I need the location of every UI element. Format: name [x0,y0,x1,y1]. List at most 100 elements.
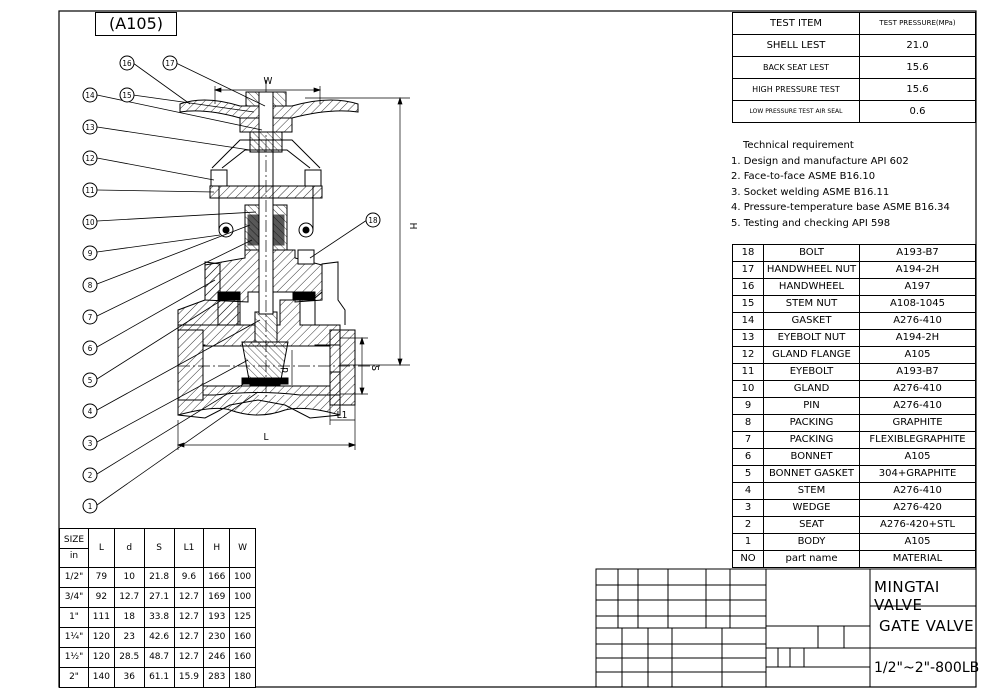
part-number: 9 [732,397,764,415]
part-material: A108-1045 [859,295,976,313]
part-number: 5 [732,465,764,483]
part-material: A105 [859,448,976,466]
header-d: d [113,528,145,568]
dim-label-w: W [264,76,273,87]
header-test-pressure: TEST PRESSURE(MPa) [859,12,976,35]
balloon-8: 8 [82,277,98,293]
size-cell: 9.6 [173,567,205,588]
test-item-value: 21.0 [859,34,976,57]
part-name: BODY [763,533,860,551]
size-cell: 23 [113,627,145,648]
size-cell: 1¼" [59,627,89,648]
part-number: 3 [732,499,764,517]
balloon-10: 10 [82,214,98,230]
part-name: part name [763,550,860,568]
svg-text:13: 13 [85,123,94,132]
part-number: 14 [732,312,764,330]
balloon-18: 18 [365,212,381,228]
dim-label-d: d [280,367,291,373]
part-number: 7 [732,431,764,449]
dim-label-h: H [407,223,418,230]
test-item-name: SHELL LEST [732,34,860,57]
table-row: BACK SEAT LEST 15.6 [732,56,976,79]
size-cell: 12.7 [173,607,205,628]
test-pressure-table: TEST ITEM TEST PRESSURE(MPa) SHELL LEST … [732,12,976,123]
size-cell: 125 [229,607,256,628]
size-cell: 246 [203,647,231,668]
balloon-13: 13 [82,119,98,135]
size-cell: 42.6 [143,627,175,648]
size-cell: 12.7 [173,627,205,648]
test-item-value: 15.6 [859,78,976,101]
size-cell: 180 [229,667,256,688]
technical-heading: Technical requirement [743,140,854,151]
part-material: A276-410 [859,482,976,500]
part-name: STEM [763,482,860,500]
part-name: EYEBOLT NUT [763,329,860,347]
material-title: (A105) [95,12,177,36]
balloon-5: 5 [82,372,98,388]
size-cell: 100 [229,567,256,588]
technical-item: 3. Socket welding ASME B16.11 [731,186,890,198]
part-name: PIN [763,397,860,415]
svg-text:18: 18 [368,216,378,225]
part-number: 12 [732,346,764,364]
svg-text:5: 5 [88,376,93,385]
part-material: FLEXIBLEGRAPHITE [859,431,976,449]
test-item-name: LOW PRESSURE TEST AIR SEAL [732,100,860,123]
header-s: S [143,528,175,568]
dim-label-l: L [263,432,268,443]
part-number: 18 [732,244,764,262]
svg-text:10: 10 [85,218,95,227]
part-material: A276-410 [859,397,976,415]
title-block-grid [595,568,977,688]
table-row: SHELL LEST 21.0 [732,34,976,57]
part-number: 8 [732,414,764,432]
svg-text:15: 15 [122,91,131,100]
part-balloons: 1 2 3 4 5 6 7 8 9 10 11 12 13 14 15 16 1… [82,55,381,514]
part-number: NO [732,550,764,568]
size-cell: 193 [203,607,231,628]
balloon-14: 14 [82,87,98,103]
part-name: PACKING [763,414,860,432]
test-item-name: HIGH PRESSURE TEST [732,78,860,101]
size-cell: 12.7 [113,587,145,608]
svg-text:4: 4 [88,407,93,416]
part-number: 17 [732,261,764,279]
technical-item: 2. Face-to-face ASME B16.10 [731,171,876,182]
balloon-3: 3 [82,435,98,451]
size-cell: 79 [88,567,115,588]
svg-text:16: 16 [122,59,132,68]
size-cell: 15.9 [173,667,205,688]
size-cell: 160 [229,627,256,648]
part-name: GLAND FLANGE [763,346,860,364]
balloon-1: 1 [82,498,98,514]
size-cell: 18 [113,607,145,628]
part-material: A276-410 [859,312,976,330]
svg-text:11: 11 [85,186,94,195]
sheet-border [58,10,977,688]
size-cell: 100 [229,587,256,608]
size-cell: 283 [203,667,231,688]
size-cell: 48.7 [143,647,175,668]
part-name: HANDWHEEL NUT [763,261,860,279]
svg-text:3: 3 [88,439,93,448]
size-cell: 33.8 [143,607,175,628]
part-name: BONNET GASKET [763,465,860,483]
product-name: GATE VALVE [879,617,975,635]
part-name: WEDGE [763,499,860,517]
part-name: HANDWHEEL [763,278,860,296]
